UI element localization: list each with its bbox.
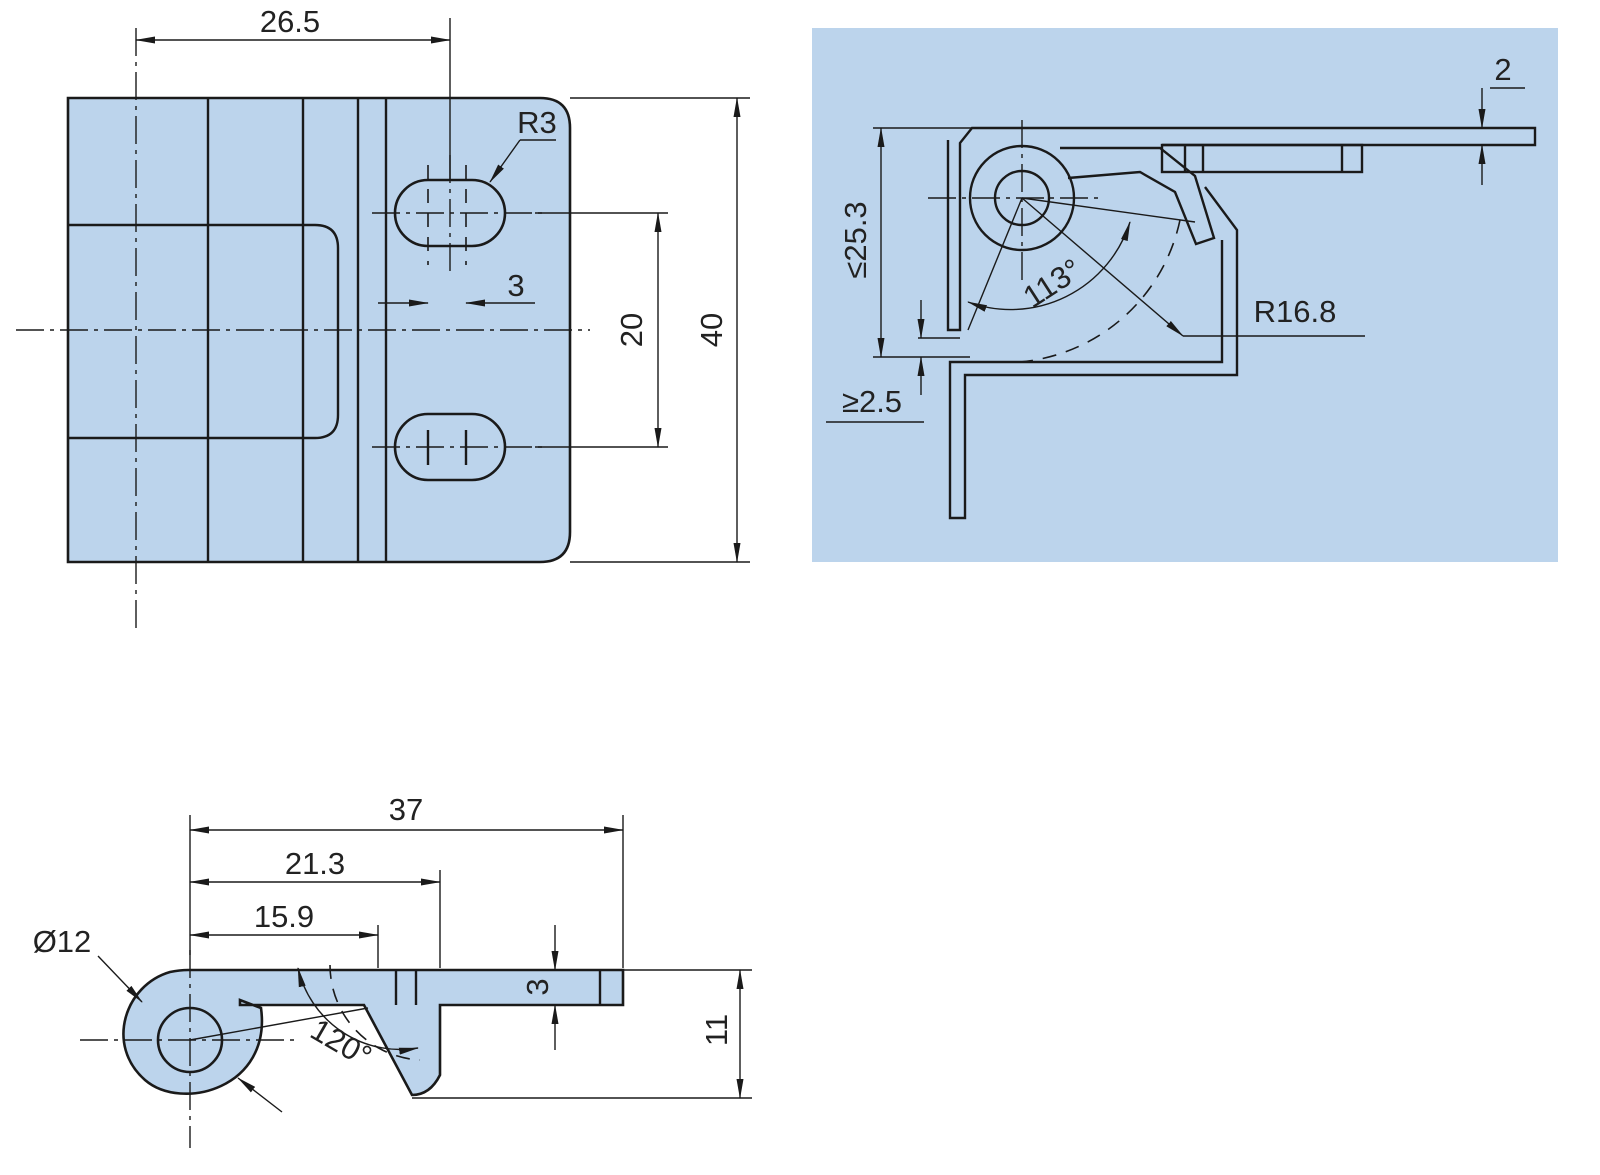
dim-d12: Ø12 (33, 924, 92, 959)
dim-bottom-3: 3 (520, 978, 555, 995)
bottom-view: 37 21.3 15.9 120° 3 11 Ø12 (33, 792, 752, 1148)
bottom-profile (122, 968, 625, 1097)
dim-2-5: ≥2.5 (842, 384, 902, 419)
dim-15-9: 15.9 (254, 899, 314, 934)
dim-3: 3 (507, 268, 524, 303)
dim-25-3: ≤25.3 (838, 201, 873, 278)
side-view-background (812, 28, 1558, 562)
side-view: 113° R16.8 2 ≤25.3 ≥2.5 (812, 28, 1558, 562)
front-plate (66, 96, 572, 564)
dim-20: 20 (614, 313, 649, 347)
dim-11: 11 (699, 1014, 734, 1046)
dim-r16-8: R16.8 (1254, 294, 1337, 329)
dim-40: 40 (694, 313, 729, 347)
dim-26-5: 26.5 (260, 4, 320, 39)
dim-2: 2 (1494, 52, 1511, 87)
dim-r3: R3 (517, 105, 557, 140)
dim-37: 37 (389, 792, 423, 827)
front-view: 26.5 R3 3 20 40 (16, 4, 750, 632)
dim-21-3: 21.3 (285, 846, 345, 881)
dim-120: 120° (305, 1012, 378, 1074)
